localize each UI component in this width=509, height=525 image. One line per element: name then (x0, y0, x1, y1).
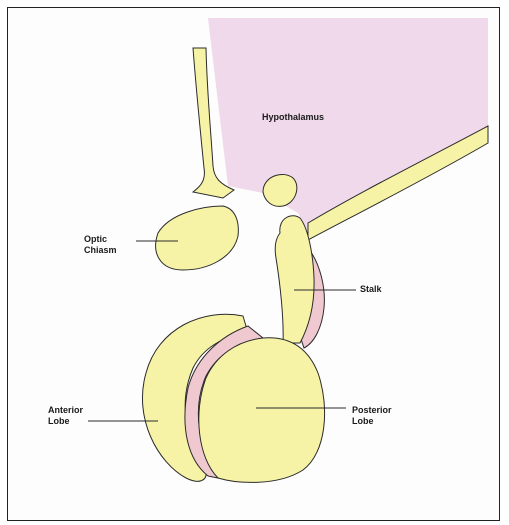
label-anterior-lobe-line2: Lobe (48, 416, 83, 427)
label-anterior-lobe: Anterior Lobe (48, 405, 83, 427)
label-optic-chiasm-line2: Chiasm (84, 245, 117, 256)
label-hypothalamus: Hypothalamus (262, 112, 324, 123)
label-anterior-lobe-line1: Anterior (48, 405, 83, 416)
label-optic-chiasm-line1: Optic (84, 234, 117, 245)
posterior-lobe-shape (199, 338, 325, 483)
label-optic-chiasm: Optic Chiasm (84, 234, 117, 256)
label-posterior-lobe-line2: Lobe (352, 416, 392, 427)
label-posterior-lobe: Posterior Lobe (352, 405, 392, 427)
pituitary-illustration (8, 8, 500, 521)
label-stalk: Stalk (360, 284, 382, 295)
label-stalk-text: Stalk (360, 284, 382, 295)
label-posterior-lobe-line1: Posterior (352, 405, 392, 416)
optic-chiasm-shape (156, 206, 239, 270)
label-hypothalamus-text: Hypothalamus (262, 112, 324, 123)
recess-bump (263, 174, 297, 206)
diagram-frame: Hypothalamus Optic Chiasm Stalk Anterior… (7, 7, 500, 521)
